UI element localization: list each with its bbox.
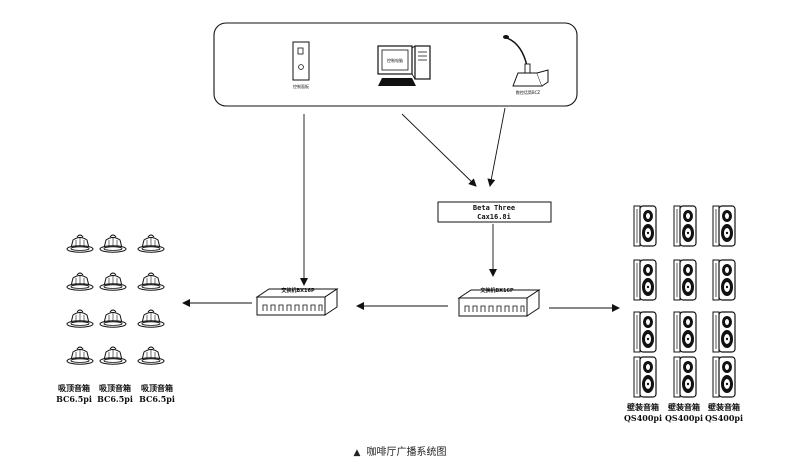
ceiling-speaker-model: BC6.5pi <box>56 394 92 404</box>
microphone-label: 数控话筒BCZ <box>516 89 540 95</box>
wall-speaker-icon <box>712 259 736 301</box>
processor-label-line1: Beta Three <box>473 204 515 212</box>
wall-speaker-name: 壁装音箱 <box>627 402 659 412</box>
computer-label: 控制电脑 <box>387 57 403 63</box>
wall-speaker-icon <box>633 311 657 353</box>
processor-label-line2: Cax16.8i <box>477 213 511 221</box>
control-panel-label: 控制面板 <box>293 83 309 89</box>
ceiling-speaker-model: BC6.5pi <box>97 394 133 404</box>
wall-speaker-icon <box>673 356 697 398</box>
figure-caption: ▲ 咖啡厅广播系统图 <box>0 443 800 458</box>
ceiling-speaker-name: 吸顶音箱 <box>141 383 173 393</box>
computer-to-processor-arrow <box>401 113 477 187</box>
processor-box <box>437 201 552 223</box>
ceiling-speaker-icon <box>137 234 165 253</box>
ceiling-speaker-name: 吸顶音箱 <box>58 383 90 393</box>
wall-speaker-icon <box>633 356 657 398</box>
microphone-icon <box>503 35 549 87</box>
ceiling-speaker-icon <box>99 309 127 328</box>
wall-speaker-icon <box>673 259 697 301</box>
wall-speaker-model: QS400pi <box>665 413 703 423</box>
wall-speaker-icon <box>712 356 736 398</box>
ceiling-speakers-group <box>66 234 165 365</box>
wall-speakers-group <box>633 205 736 398</box>
ceiling-speaker-icon <box>99 346 127 365</box>
ceiling-speaker-icon <box>99 272 127 291</box>
wall-speaker-icon <box>712 205 736 247</box>
caption-text: 咖啡厅广播系统图 <box>366 447 447 458</box>
caption-marker: ▲ <box>353 448 361 458</box>
wall-speaker-icon <box>673 311 697 353</box>
ceiling-speaker-name: 吸顶音箱 <box>99 383 131 393</box>
wall-speaker-icon <box>673 205 697 247</box>
wall-speaker-icon <box>712 311 736 353</box>
wall-speaker-name: 壁装音箱 <box>708 402 740 412</box>
wall-speaker-name: 壁装音箱 <box>668 402 700 412</box>
mic-to-processor-arrow <box>487 107 506 187</box>
ceiling-speaker-icon <box>99 234 127 253</box>
control-panel-icon <box>292 41 310 81</box>
computer-icon <box>377 45 431 86</box>
ceiling-speaker-icon <box>137 272 165 291</box>
ceiling-speaker-icon <box>66 346 94 365</box>
wall-speaker-model: QS400pi <box>705 413 743 423</box>
wall-speaker-icon <box>633 205 657 247</box>
right-switch-label: 交换机BX16P <box>480 287 514 294</box>
ceiling-speaker-icon <box>66 272 94 291</box>
wall-speaker-model: QS400pi <box>624 413 662 423</box>
ceiling-speaker-icon <box>137 309 165 328</box>
ceiling-speaker-icon <box>66 234 94 253</box>
ceiling-speaker-icon <box>66 309 94 328</box>
left-switch-label: 交换机BX16P <box>281 287 315 294</box>
ceiling-speaker-model: BC6.5pi <box>139 394 175 404</box>
wall-speaker-icon <box>633 259 657 301</box>
ceiling-speaker-icon <box>137 346 165 365</box>
